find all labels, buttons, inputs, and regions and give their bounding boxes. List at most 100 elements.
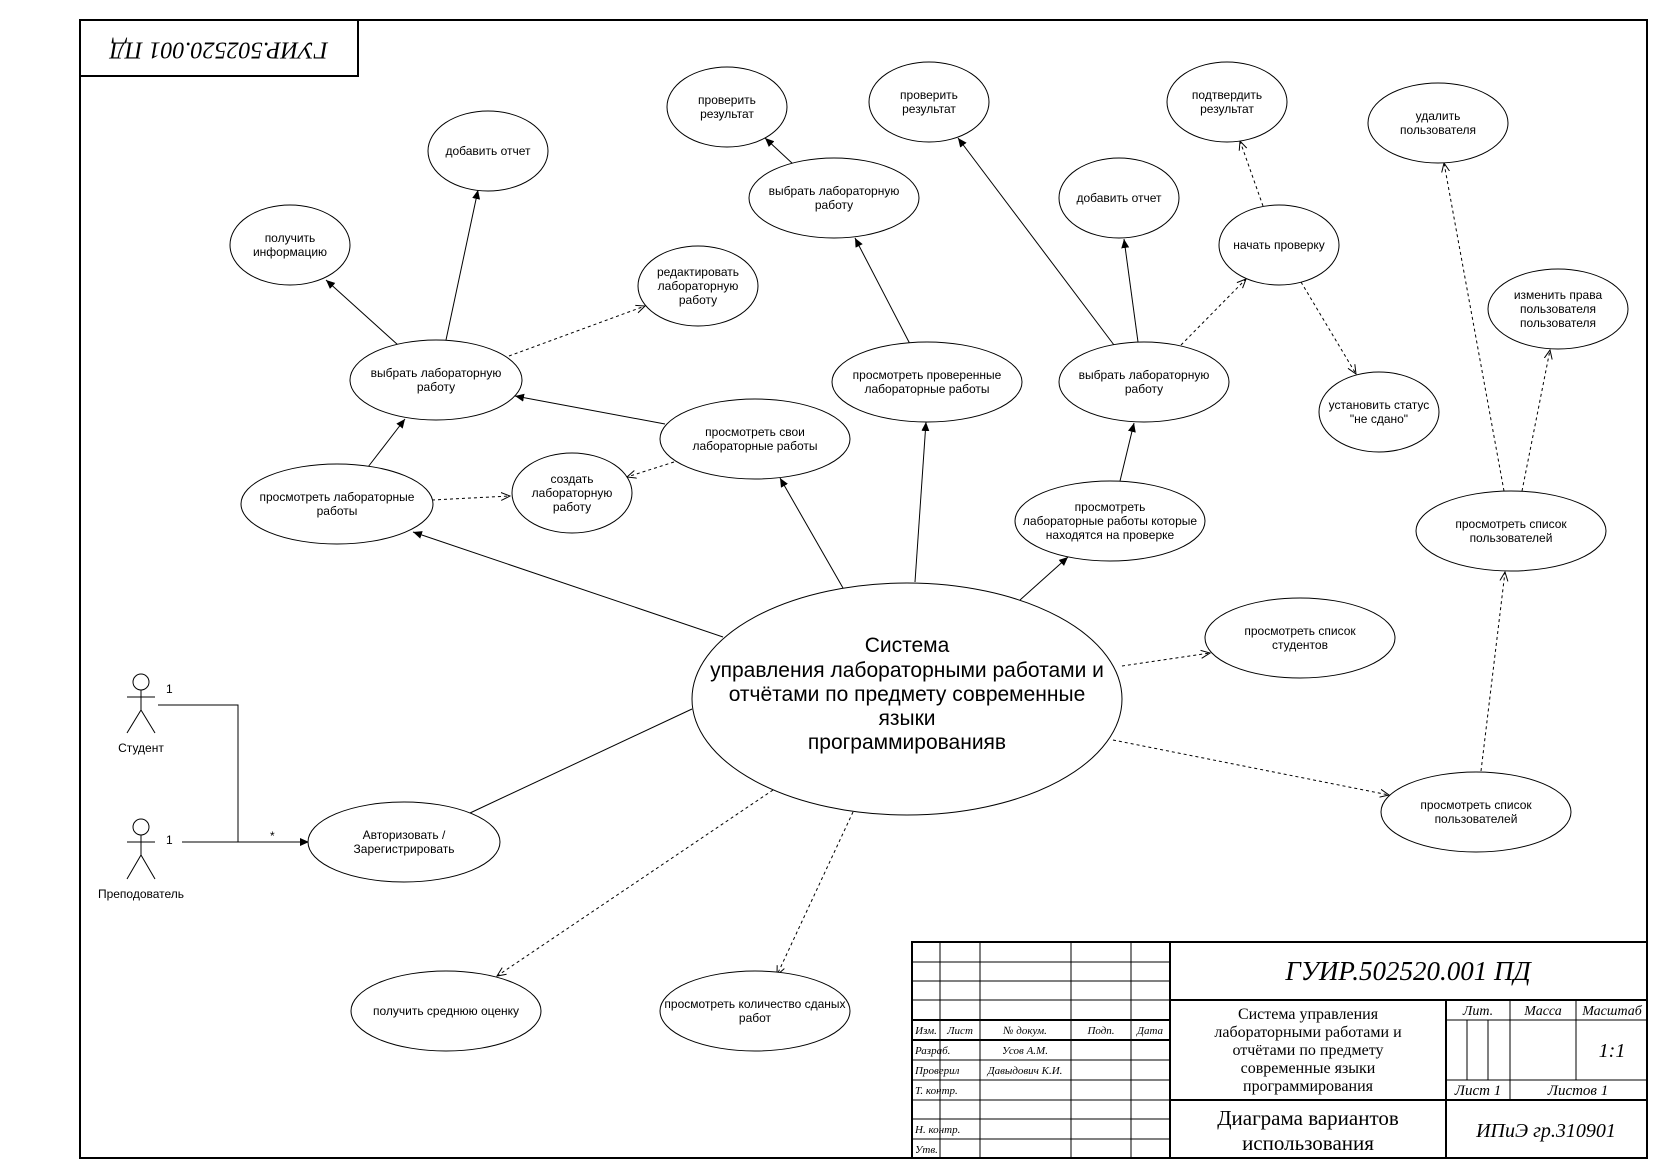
- row-developed-label: Разраб.: [914, 1045, 950, 1057]
- usecase-avg-grade[interactable]: получить среднюю оценку: [350, 970, 542, 1052]
- center-line-2: управления лабораторными работами и: [710, 659, 1104, 682]
- scale-label: Масштаб: [1581, 1004, 1643, 1019]
- checker-name: Давыдович К.И.: [987, 1065, 1063, 1077]
- usecase-label-line: просмотреть проверенные: [853, 368, 1002, 382]
- usecase-label-line: проверить: [698, 93, 756, 107]
- usecase-label-line: пользователей: [1435, 812, 1518, 826]
- group-label: ИПиЭ гр.310901: [1475, 1120, 1616, 1142]
- usecase-label-line: просмотреть количество сданых: [664, 997, 845, 1011]
- usecase-label-line: удалить: [1416, 109, 1461, 123]
- doc-name-line-2: лабораторными работами и: [1214, 1024, 1402, 1041]
- col-header-docnum: № докум.: [1002, 1025, 1047, 1037]
- usecase-start-check[interactable]: начать проверку: [1218, 204, 1340, 286]
- association-multiplicity-star: *: [270, 829, 275, 843]
- center-line-5: программированияв: [808, 731, 1006, 754]
- usecase-add-report-left[interactable]: добавить отчет: [427, 110, 549, 192]
- usecase-label-line: лабораторные работы: [692, 439, 817, 453]
- doc-name-line-5: программирования: [1243, 1078, 1374, 1095]
- usecase-label-line: выбрать лабораторную: [371, 366, 502, 380]
- usecase-label-line: информацию: [253, 245, 327, 259]
- actor-teacher-label: Преподователь: [98, 887, 184, 901]
- doc-name-line-1: Система управления: [1238, 1006, 1379, 1023]
- usecase-label-line: получить среднюю оценку: [373, 1004, 519, 1018]
- developer-name: Усов А.М.: [1002, 1045, 1048, 1057]
- sheets-label: Листов 1: [1547, 1083, 1608, 1099]
- usecase-layer: Авторизовать /Зарегистрировать просмотрет…: [229, 61, 1629, 1052]
- usecase-label-line: пользователя: [1520, 316, 1596, 330]
- usecase-label-line: лабораторную: [532, 486, 613, 500]
- center-line-1: Система: [865, 634, 950, 657]
- usecase-add-report-right[interactable]: добавить отчет: [1058, 157, 1180, 239]
- usecase-label-line: добавить отчет: [445, 144, 531, 158]
- usecase-set-status[interactable]: установить статус"не сдано": [1318, 371, 1440, 453]
- usecase-label-line: редактировать: [657, 265, 739, 279]
- usecase-label-line: получить: [265, 231, 316, 245]
- row-ncontrol-label: Н. контр.: [914, 1124, 960, 1136]
- usecase-label-line: находятся на проверке: [1046, 528, 1175, 542]
- doc-name-line-4: современные языки: [1241, 1060, 1376, 1077]
- col-header-izm: Изм.: [914, 1025, 937, 1037]
- actor-student-multiplicity: 1: [166, 682, 173, 696]
- drawing-frame: [79, 19, 1648, 1159]
- doc-name-line-3: отчётами по предмету: [1232, 1042, 1383, 1059]
- usecase-label-line: просмотреть список: [1455, 517, 1567, 531]
- col-header-date: Дата: [1136, 1025, 1164, 1037]
- title-block: ГУИР.502520.001 ПД Изм. Лист № докум. По…: [911, 941, 1648, 1159]
- usecase-label-line: выбрать лабораторную: [769, 184, 900, 198]
- usecase-label-line: выбрать лабораторную: [1079, 368, 1210, 382]
- usecase-label-line: работы: [317, 504, 358, 518]
- usecase-label-line: установить статус: [1329, 398, 1430, 412]
- usecase-label-line: изменить права: [1514, 288, 1603, 302]
- system-center[interactable]: Система управления лабораторными работам…: [691, 582, 1123, 816]
- usecase-label-line: пользователей: [1470, 531, 1553, 545]
- usecase-label-line: Зарегистрировать: [354, 842, 455, 856]
- actor-teacher-multiplicity: 1: [166, 833, 173, 847]
- lit-label: Лит.: [1462, 1004, 1493, 1019]
- usecase-label-line: результат: [1200, 102, 1254, 116]
- usecase-label-line: просмотреть лабораторные: [260, 490, 415, 504]
- usecase-auth[interactable]: Авторизовать /Зарегистрировать: [307, 801, 501, 883]
- actor-student-label: Студент: [118, 741, 164, 755]
- connectors: [158, 137, 1550, 976]
- usecase-label-line: лабораторные работы которые: [1023, 514, 1197, 528]
- row-checked-label: Проверил: [914, 1065, 960, 1077]
- usecase-label-line: "не сдано": [1350, 412, 1408, 426]
- actor-student[interactable]: Студент 1: [118, 673, 173, 755]
- mass-label: Масса: [1523, 1004, 1562, 1019]
- rotated-code-stamp: ГУИР.502520.001 ПД: [79, 19, 359, 77]
- diagram-name-line-2: использования: [1242, 1131, 1374, 1155]
- usecase-label-line: результат: [700, 107, 754, 121]
- usecase-label-line: работу: [417, 380, 455, 394]
- center-line-4: языки: [878, 707, 935, 730]
- col-header-sign: Подп.: [1086, 1025, 1114, 1037]
- usecase-label-line: результат: [902, 102, 956, 116]
- usecase-label-line: работу: [553, 500, 591, 514]
- usecase-label-line: Авторизовать /: [363, 828, 446, 842]
- sheet-label: Лист 1: [1454, 1083, 1501, 1099]
- usecase-label-line: создать: [550, 472, 593, 486]
- usecase-label-line: проверить: [900, 88, 958, 102]
- col-header-list: Лист: [946, 1025, 973, 1037]
- row-approved-label: Утв.: [915, 1144, 938, 1156]
- actor-teacher[interactable]: Преподователь 1: [98, 818, 184, 901]
